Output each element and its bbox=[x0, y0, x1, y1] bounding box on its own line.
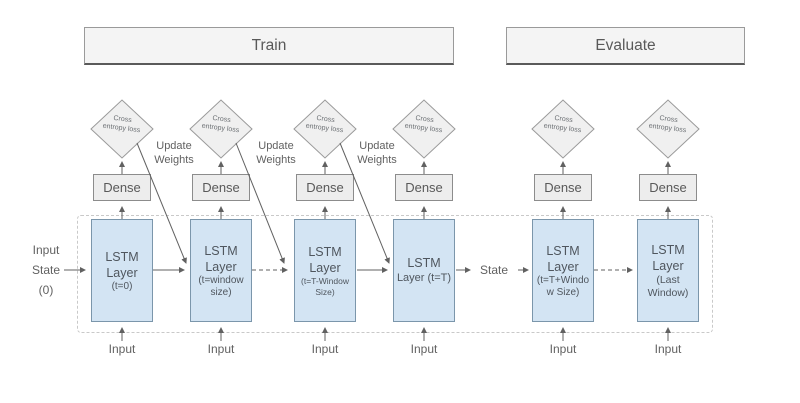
input-label-6: Input bbox=[654, 342, 682, 356]
evaluate-header-label: Evaluate bbox=[595, 36, 656, 54]
lstm-group-dashed-outline bbox=[77, 215, 713, 333]
lstm6-line3: (Last bbox=[656, 273, 680, 286]
lstm3-line1: LSTM bbox=[308, 244, 342, 259]
loss-line2: entropy loss bbox=[648, 122, 687, 135]
lstm2-line2: Layer bbox=[205, 259, 237, 274]
dense-box-6: Dense bbox=[639, 174, 697, 201]
update-line1: Update bbox=[156, 140, 192, 152]
train-header-label: Train bbox=[251, 36, 287, 54]
input-label-1: Input bbox=[108, 342, 136, 356]
lstm1-line1: LSTM bbox=[105, 249, 139, 264]
state-handoff-label: State bbox=[479, 263, 509, 277]
dense-label: Dense bbox=[202, 180, 240, 195]
loss-line1: Cross bbox=[212, 114, 232, 125]
lstm-layer-box-4: LSTM Layer (t=T) bbox=[393, 219, 455, 322]
loss-line1: Cross bbox=[113, 114, 133, 125]
dense-box-4: Dense bbox=[395, 174, 453, 201]
loss-line1: Cross bbox=[554, 114, 574, 125]
loss-line2: entropy loss bbox=[404, 122, 443, 135]
loss-line1: Cross bbox=[415, 114, 435, 125]
dense-label: Dense bbox=[649, 180, 687, 195]
lstm6-line2: Layer bbox=[652, 258, 684, 273]
dense-label: Dense bbox=[544, 180, 582, 195]
lstm-layer-box-6: LSTM Layer (Last Window) bbox=[637, 219, 699, 322]
dense-box-5: Dense bbox=[534, 174, 592, 201]
dense-box-1: Dense bbox=[93, 174, 151, 201]
dense-label: Dense bbox=[306, 180, 344, 195]
lstm-layer-box-3: LSTM Layer (t=T-Window Size) bbox=[294, 219, 356, 322]
lstm-layer-box-5: LSTM Layer (t=T+Windo w Size) bbox=[532, 219, 594, 322]
lstm6-line4: Window) bbox=[647, 286, 689, 299]
loss-line2: entropy loss bbox=[102, 122, 141, 135]
lstm4-line2: Layer (t=T) bbox=[396, 272, 452, 284]
lstm1-line2: Layer bbox=[106, 265, 138, 280]
input-state-zero-label: Input State (0) bbox=[18, 240, 74, 300]
lstm6-line1: LSTM bbox=[651, 242, 685, 257]
dense-label: Dense bbox=[103, 180, 141, 195]
update-line2: Weights bbox=[357, 154, 397, 166]
lstm2-line3: (t=window bbox=[198, 274, 244, 286]
loss-line1: Cross bbox=[316, 114, 336, 125]
dense-box-3: Dense bbox=[296, 174, 354, 201]
lstm5-line4: w Size) bbox=[546, 286, 580, 298]
train-section-header: Train bbox=[84, 27, 454, 65]
evaluate-section-header: Evaluate bbox=[506, 27, 745, 65]
input-state-line1: Input bbox=[32, 243, 60, 257]
lstm5-line2: Layer bbox=[547, 259, 579, 274]
lstm3-line4: Size) bbox=[315, 286, 335, 297]
lstm5-line1: LSTM bbox=[546, 243, 580, 258]
input-state-line2: State bbox=[31, 263, 61, 277]
loss-line1: Cross bbox=[659, 114, 679, 125]
update-line1: Update bbox=[258, 140, 294, 152]
lstm2-line4: size) bbox=[210, 286, 232, 298]
input-label-5: Input bbox=[549, 342, 577, 356]
lstm-layer-box-1: LSTM Layer (t=0) bbox=[91, 219, 153, 322]
update-line1: Update bbox=[359, 140, 395, 152]
loss-line2: entropy loss bbox=[305, 122, 344, 135]
update-line2: Weights bbox=[256, 154, 296, 166]
input-state-line3: (0) bbox=[38, 283, 54, 297]
input-label-3: Input bbox=[311, 342, 339, 356]
lstm2-line1: LSTM bbox=[204, 243, 238, 258]
dense-label: Dense bbox=[405, 180, 443, 195]
lstm3-line2: Layer bbox=[309, 260, 341, 275]
lstm3-line3: (t=T-Window bbox=[301, 275, 349, 286]
lstm-layer-box-2: LSTM Layer (t=window size) bbox=[190, 219, 252, 322]
update-line2: Weights bbox=[154, 154, 194, 166]
input-label-4: Input bbox=[410, 342, 438, 356]
input-label-2: Input bbox=[207, 342, 235, 356]
loss-line2: entropy loss bbox=[201, 122, 240, 135]
lstm1-line3: (t=0) bbox=[111, 280, 133, 292]
lstm5-line3: (t=T+Windo bbox=[536, 274, 590, 286]
lstm4-line1: LSTM bbox=[407, 256, 441, 270]
loss-line2: entropy loss bbox=[543, 122, 582, 135]
dense-box-2: Dense bbox=[192, 174, 250, 201]
